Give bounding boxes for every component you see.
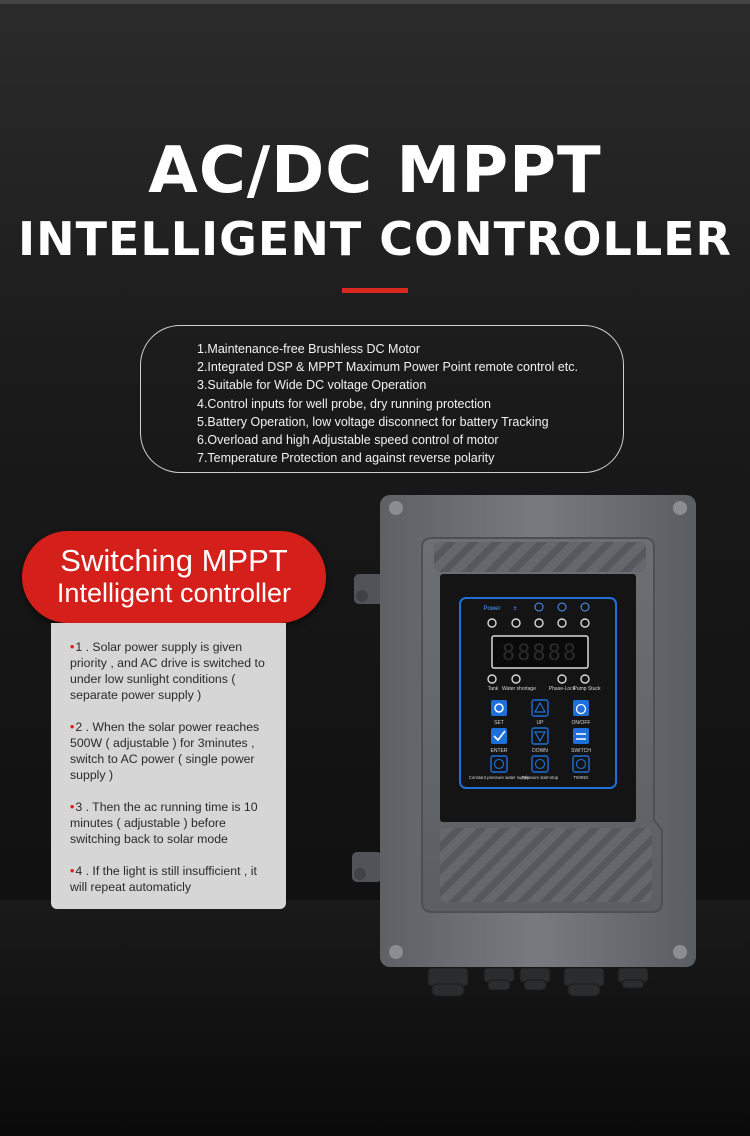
set-button[interactable]: SET [491,700,507,726]
enter-button[interactable]: ENTER [491,728,508,754]
info-text: 4 . If the light is still insufficient ,… [70,864,257,894]
title-underline-accent [342,288,408,293]
cable-gland-nut [523,979,547,991]
triangle-up-icon [533,701,547,713]
feature-item: 5.Battery Operation, low voltage disconn… [197,414,549,429]
screw-icon [389,945,403,959]
label-phase-lock: Phase-Lock [549,686,576,692]
down-button[interactable]: DOWN [531,727,549,754]
gauge-icon [557,602,567,612]
gear-icon [494,703,504,713]
led-indicator [511,618,521,628]
button-label: Constant pressure water supply [469,775,530,780]
led-indicator [487,674,497,684]
on-off-button[interactable]: ON/OFF [572,700,591,726]
led-indicator [557,618,567,628]
indicator-label-ac: ± [513,606,517,612]
button-label: SET [494,720,504,726]
top-border-line [0,0,750,4]
gauge-icon [534,758,546,770]
screw-icon [673,945,687,959]
feature-item: 2.Integrated DSP & MPPT Maximum Power Po… [197,360,578,375]
feature-list-box: 1.Maintenance-free Brushless DC Motor 2.… [140,325,624,473]
button-label: ON/OFF [572,720,591,726]
badge-line2: Intelligent controller [56,578,292,608]
info-item: •3 . Then the ac running time is 10 minu… [70,799,276,847]
indicator-label-power: Power [483,606,500,612]
bullet-marker: • [70,800,75,814]
letter-a-icon [493,758,505,770]
bullet-marker: • [70,640,75,654]
timing-button[interactable]: TIMING [572,755,590,780]
switching-info-panel: •1 . Solar power supply is given priorit… [51,623,286,909]
cable-gland [427,967,469,987]
up-button[interactable]: UP [531,699,549,726]
triangle-down-icon [533,731,547,743]
hinge-bottom [352,852,382,882]
info-item: •2 . When the solar power reaches 500W (… [70,719,276,783]
led-indicator [580,674,590,684]
led-indicator [487,618,497,628]
cable-gland-nut [621,979,645,989]
constant-pressure-button[interactable]: Constant pressure water supply [469,755,530,780]
button-label: DOWN [532,748,548,754]
switching-mppt-badge: Switching MPPT Intelligent controller [22,531,326,623]
cable-gland-nut [431,983,465,997]
grip-stripes-top [434,542,646,572]
power-icon [575,703,587,715]
info-text: 2 . When the solar power reaches 500W ( … [70,720,260,782]
bullet-marker: • [70,864,75,878]
info-text: 1 . Solar power supply is given priority… [70,640,265,702]
button-label: SWITCH [571,748,591,754]
led-indicator [534,618,544,628]
label-tank: Tank [488,686,499,692]
switch-arrows-icon [576,733,586,740]
bullet-marker: • [70,720,75,734]
cable-gland-nut [487,979,511,991]
led-indicator [557,674,567,684]
button-label: Pressure start-stop [522,775,559,780]
feature-item: 7.Temperature Protection and against rev… [197,451,495,466]
info-text: 3 . Then the ac running time is 10 minut… [70,800,258,846]
clock-icon [575,758,587,770]
switch-button[interactable]: SWITCH [571,728,591,754]
controller-device-illustration: Power ± 88888 Tank Water shortage Phase-… [352,495,696,997]
display-readout: 88888 [502,641,578,666]
hinge-top [354,574,384,604]
screw-icon [389,501,403,515]
led-indicator [580,618,590,628]
feature-item: 1.Maintenance-free Brushless DC Motor [197,342,421,356]
badge-line1: Switching MPPT [60,543,288,578]
control-panel-outline [459,597,617,789]
button-label: UP [537,720,545,726]
grip-stripes-bottom [440,828,652,902]
button-label: ENTER [491,748,508,754]
check-icon [493,730,506,742]
letter-a-icon [534,602,544,612]
clock-icon [580,602,590,612]
info-item: •4 . If the light is still insufficient … [70,863,276,895]
cable-gland [563,967,605,987]
page-title-line2: INTELLIGENT CONTROLLER [18,212,732,266]
page-title-line1: AC/DC MPPT [148,134,602,208]
label-pump-stuck: Pump Stuck [574,686,601,692]
pressure-start-stop-button[interactable]: Pressure start-stop [522,755,559,780]
led-indicator [511,674,521,684]
feature-item: 6.Overload and high Adjustable speed con… [197,433,499,448]
feature-item: 4.Control inputs for well probe, dry run… [197,396,491,411]
label-water-shortage: Water shortage [502,686,536,692]
feature-item: 3.Suitable for Wide DC voltage Operation [197,378,427,393]
digital-display [491,635,589,669]
info-item: •1 . Solar power supply is given priorit… [70,639,276,703]
button-label: TIMING [573,775,589,780]
screw-icon [673,501,687,515]
cable-gland-nut [567,983,601,997]
